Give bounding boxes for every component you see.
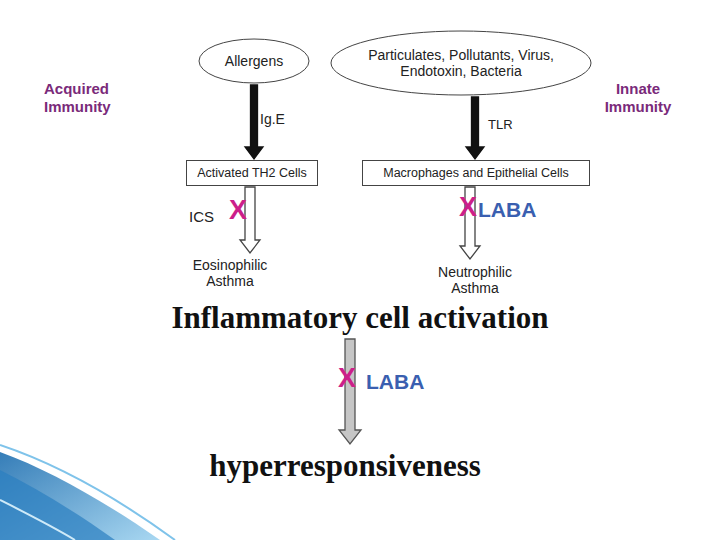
drug-label: LABA	[478, 197, 568, 222]
signal-arrow	[466, 97, 484, 159]
drug-label: LABA	[366, 369, 456, 394]
node-text: hyperresponsiveness	[209, 448, 481, 484]
cell-box: Macrophages and Epithelial Cells	[362, 160, 590, 186]
allergen-oval: Allergens	[198, 38, 310, 84]
edge-label: Ig.E	[260, 112, 285, 127]
node-text: Neutrophilic Asthma	[422, 264, 528, 296]
cell-box: Activated TH2 Cells	[186, 160, 318, 186]
asthma-type: Eosinophilic Asthma	[180, 254, 280, 292]
immunity-label: Innate Immunity	[592, 80, 684, 116]
node-text: Activated TH2 Cells	[197, 166, 307, 180]
node-text: Particulates, Pollutants, Virus, Endotox…	[360, 47, 562, 79]
node-text: Allergens	[225, 53, 283, 69]
block-mark: X	[338, 364, 356, 394]
stage-heading: Inflammatory cell activation	[125, 298, 595, 338]
outcome-heading: hyperresponsiveness	[150, 445, 540, 487]
immunity-label: Acquired Immunity	[44, 80, 154, 116]
edge-label: TLR	[488, 118, 513, 132]
node-text: Eosinophilic Asthma	[180, 257, 280, 289]
trigger-oval: Particulates, Pollutants, Virus, Endotox…	[330, 30, 592, 96]
effect-arrow	[460, 187, 480, 259]
block-mark: X	[229, 196, 247, 226]
drug-label: ICS	[189, 208, 229, 226]
node-text: Inflammatory cell activation	[171, 300, 548, 336]
effect-arrow	[339, 339, 361, 444]
asthma-type: Neutrophilic Asthma	[422, 260, 528, 300]
block-mark: X	[459, 193, 477, 223]
node-text: Macrophages and Epithelial Cells	[383, 166, 569, 180]
